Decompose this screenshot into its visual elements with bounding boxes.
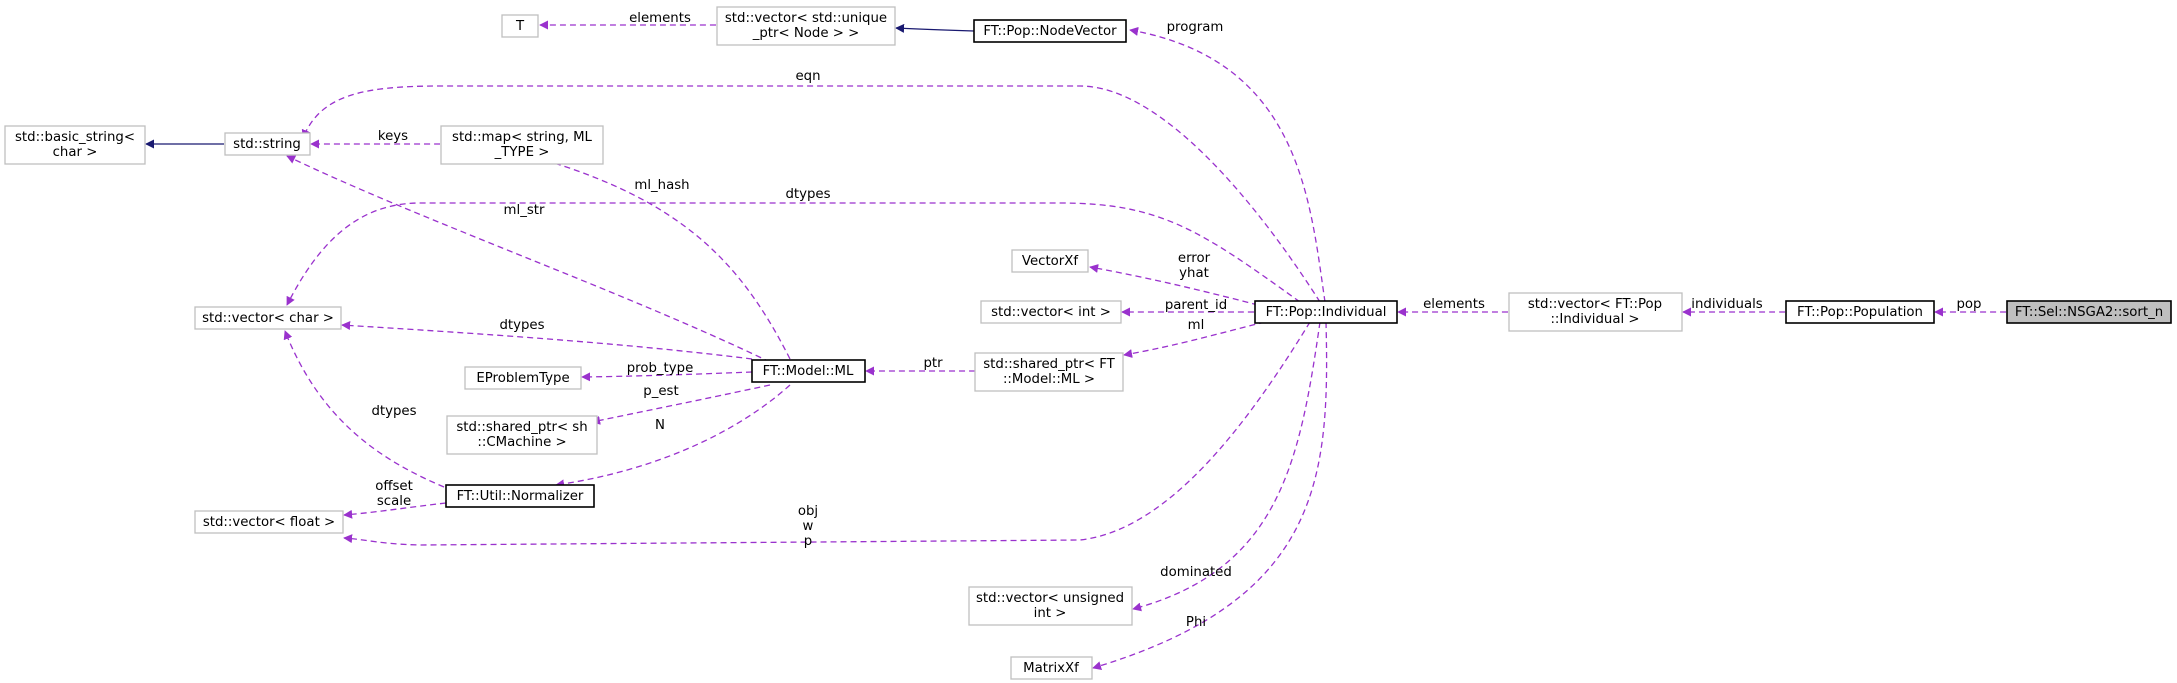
svg-text:std::string: std::string [233,137,301,152]
edge-label-program: program [1167,20,1224,35]
node-shared-ptr-cmachine[interactable]: std::shared_ptr< sh::CMachine > [446,415,598,455]
edge-label-pop: pop [1956,297,1981,312]
node-vector-float[interactable]: std::vector< float > [194,510,344,534]
svg-text:FT::Pop::NodeVector: FT::Pop::NodeVector [983,24,1117,39]
edge-label-eqn: eqn [795,69,820,84]
edge-label-dtypes-ml: dtypes [499,318,544,333]
node-T[interactable]: T [501,14,539,38]
svg-text:std::vector< char >: std::vector< char > [202,311,334,326]
edge-label-dtypes-top: dtypes [785,187,830,202]
edge-label-ptr: ptr [923,356,943,371]
edge-label-N: N [655,418,665,433]
svg-text:std::shared_ptr< FT::Model::ML: std::shared_ptr< FT::Model::ML > [983,357,1115,387]
svg-text:T: T [515,19,525,34]
node-individual[interactable]: FT::Pop::Individual [1254,300,1398,324]
edge-label-elements-ind: elements [1423,297,1485,312]
svg-text:FT::Sel::NSGA2::sort_n: FT::Sel::NSGA2::sort_n [2015,305,2163,320]
svg-text:std::vector< int >: std::vector< int > [991,305,1111,320]
node-shared-ptr-ml[interactable]: std::shared_ptr< FT::Model::ML > [974,352,1124,392]
node-basic-string[interactable]: std::basic_string<char > [4,125,146,165]
edge-phi [1092,321,1328,670]
edge-label-dtypes-norm: dtypes [371,404,416,419]
svg-text:std::vector< std::unique_ptr<: std::vector< std::unique_ptr< Node > > [725,11,887,41]
edge-error-yhat [1089,264,1259,306]
svg-text:FT::Util::Normalizer: FT::Util::Normalizer [457,489,584,504]
node-population[interactable]: FT::Pop::Population [1785,300,1935,324]
node-matrixxf[interactable]: MatrixXf [1010,656,1093,680]
edge-label-ml-str: ml_str [504,203,545,218]
node-vectorxf[interactable]: VectorXf [1011,249,1089,273]
node-model-ml[interactable]: FT::Model::ML [751,359,866,383]
svg-text:EProblemType: EProblemType [476,371,569,386]
node-nodevector[interactable]: FT::Pop::NodeVector [973,19,1127,43]
edge-label-p-est: p_est [643,384,678,399]
svg-text:FT::Pop::Population: FT::Pop::Population [1797,305,1923,320]
svg-text:std::basic_string<char >: std::basic_string<char > [15,130,135,160]
edge-label-dominated: dominated [1160,565,1232,580]
edge-label-ml: ml [1188,318,1205,333]
svg-text:MatrixXf: MatrixXf [1023,661,1079,676]
node-nsga2-sort-n[interactable]: FT::Sel::NSGA2::sort_n [2006,300,2172,324]
edge-offset-scale [343,502,447,519]
svg-text:FT::Pop::Individual: FT::Pop::Individual [1266,305,1387,320]
edge-label-prob-type: prob_type [627,361,694,376]
edge-p-est [591,384,771,425]
edge-label-ml-hash: ml_hash [634,178,689,193]
edge-program [1129,26,1326,303]
edge-ml-str [286,155,771,363]
edge-dominated [1132,321,1321,612]
edge-N [555,384,791,489]
node-map-ml-type[interactable]: std::map< string, ML_TYPE > [440,125,604,165]
svg-text:std::map< string, ML_TYPE >: std::map< string, ML_TYPE > [452,130,593,160]
node-vector-int[interactable]: std::vector< int > [980,300,1122,324]
node-normalizer[interactable]: FT::Util::Normalizer [445,484,595,508]
svg-text:FT::Model::ML: FT::Model::ML [763,364,854,379]
svg-text:VectorXf: VectorXf [1022,254,1078,269]
svg-text:std::shared_ptr< sh::CMachine: std::shared_ptr< sh::CMachine > [456,420,587,450]
edge-label-individuals: individuals [1691,297,1763,312]
node-vector-char[interactable]: std::vector< char > [194,306,342,330]
node-eproblemtype[interactable]: EProblemType [464,366,582,390]
edge-label-keys: keys [378,129,408,144]
svg-text:std::vector< float >: std::vector< float > [203,515,335,530]
edge-dtypes-top [286,202,1301,306]
edge-label-elements-top: elements [629,11,691,26]
node-std-string[interactable]: std::string [224,132,311,156]
edge-ml [1123,321,1266,359]
edge-dtypes-ml [341,321,753,360]
edge-ml-hash [537,155,791,360]
edge-label-phi: Phi [1186,615,1206,630]
edge-obj-w-p [343,321,1311,546]
edge-nodevector-inherits [895,23,975,33]
node-vector-individual[interactable]: std::vector< FT::Pop::Individual > [1508,292,1683,332]
svg-text:std::vector< FT::Pop::Individu: std::vector< FT::Pop::Individual > [1528,297,1662,327]
edge-dtypes-norm [283,330,445,488]
edge-label-parent-id: parent_id [1165,298,1227,313]
node-vector-unique-ptr[interactable]: std::vector< std::unique_ptr< Node > > [716,6,896,46]
edge-eqn [301,85,1321,303]
